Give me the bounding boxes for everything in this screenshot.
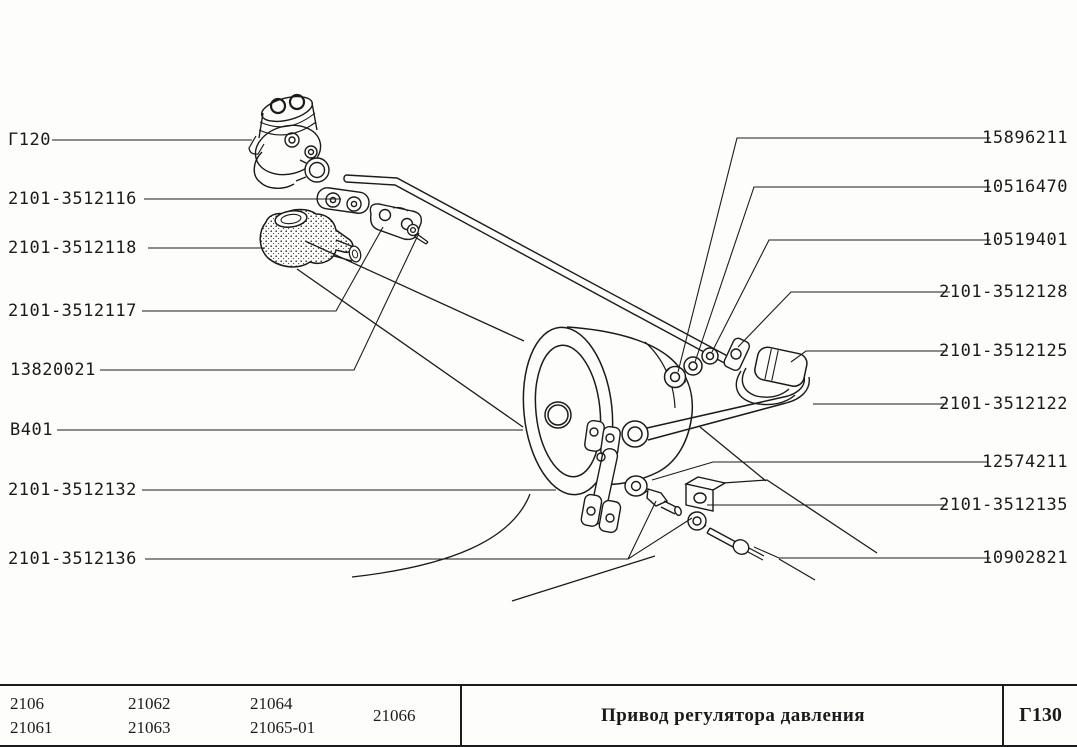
model-column: 21062 21063 <box>128 692 171 740</box>
leader-3512125 <box>790 350 947 363</box>
page-code: Г130 <box>1002 686 1077 745</box>
leader-3512136 <box>145 500 693 560</box>
rod-bracket <box>723 337 796 406</box>
callout-3512132: 2101-3512132 <box>8 480 137 500</box>
rubber-bushing <box>754 346 808 387</box>
callout-3512125: 2101-3512125 <box>939 341 1068 361</box>
callout-g120: Г120 <box>8 130 51 150</box>
callout-10516470: 10516470 <box>982 177 1068 197</box>
model-number: 21065-01 <box>250 718 316 737</box>
axle-drum <box>522 326 694 496</box>
callout-3512116: 2101-3512116 <box>8 189 137 209</box>
leader-10516470 <box>694 186 990 363</box>
axle-housing-lines <box>296 240 878 602</box>
model-column: 21064 21065-01 <box>250 692 315 740</box>
model-number: 21066 <box>373 706 416 725</box>
callout-3512118: 2101-3512118 <box>8 238 137 258</box>
leader-3512117 <box>142 226 384 312</box>
callout-3512136: 2101-3512136 <box>8 549 137 569</box>
leader-15896211 <box>677 137 990 373</box>
callout-10902821: 10902821 <box>982 548 1068 568</box>
callout-10519401: 10519401 <box>982 230 1068 250</box>
leader-3512128 <box>737 291 950 348</box>
model-column: 21066 <box>373 704 416 728</box>
leader-10519401 <box>711 239 990 353</box>
leader-lines <box>52 137 990 560</box>
link-straps <box>580 419 622 534</box>
callout-3512117: 2101-3512117 <box>8 301 137 321</box>
model-column: 2106 21061 <box>10 692 53 740</box>
model-list-cell: 2106 21061 21062 21063 21064 21065-01 21… <box>0 686 460 745</box>
pressure-regulator <box>248 93 330 189</box>
rubber-boot <box>259 208 362 268</box>
callout-b401: В401 <box>10 420 53 440</box>
small-bolt <box>406 223 429 245</box>
model-number: 2106 <box>10 694 44 713</box>
figure-title: Привод регулятора давления <box>460 686 1004 745</box>
model-number: 21064 <box>250 694 293 713</box>
rod-end-nuts <box>663 347 719 389</box>
callout-3512135: 2101-3512135 <box>939 495 1068 515</box>
leader-10902821 <box>753 546 990 559</box>
callout-3512122: 2101-3512122 <box>939 394 1068 414</box>
rod-eye <box>621 375 810 448</box>
lower-fasteners <box>624 475 765 561</box>
callout-12574211: 12574211 <box>982 452 1068 472</box>
torsion-rod <box>343 174 734 366</box>
connector-block <box>316 187 370 214</box>
footer-table: 2106 21061 21062 21063 21064 21065-01 21… <box>0 684 1077 747</box>
callout-15896211: 15896211 <box>982 128 1068 148</box>
callout-13820021: 13820021 <box>10 360 96 380</box>
model-number: 21061 <box>10 718 53 737</box>
callout-3512128: 2101-3512128 <box>939 282 1068 302</box>
leader-13820021 <box>100 232 420 371</box>
model-number: 21063 <box>128 718 171 737</box>
model-number: 21062 <box>128 694 171 713</box>
leader-12574211 <box>651 461 988 481</box>
